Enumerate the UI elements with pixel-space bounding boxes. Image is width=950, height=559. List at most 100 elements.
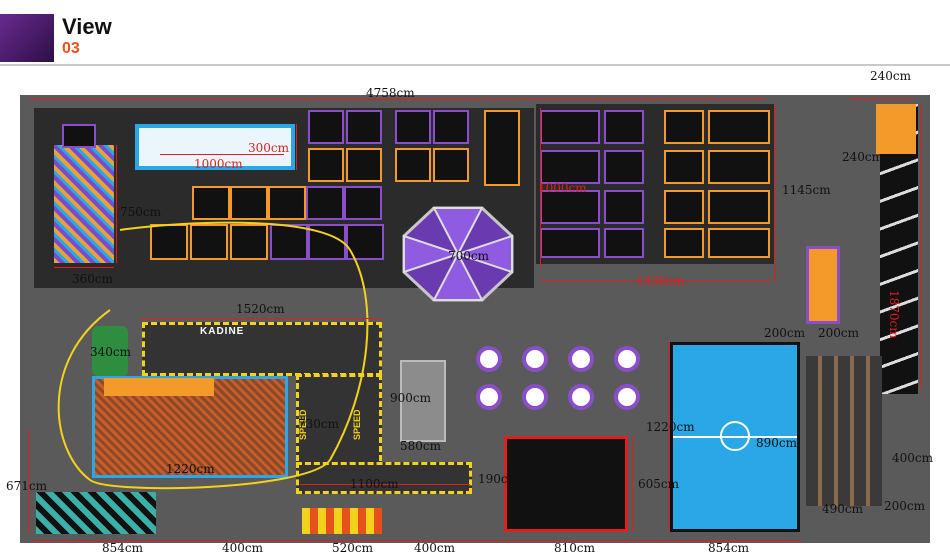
dodgeball-pad	[604, 228, 644, 258]
label-wall-900: 900cm	[390, 391, 432, 405]
dim-line-671	[28, 430, 29, 534]
label-right-inner: 240cm	[842, 150, 884, 164]
foam-pit	[54, 145, 114, 263]
label-ninja-340: 340cm	[90, 345, 132, 359]
trampoline-pad	[190, 224, 228, 260]
cafe-table	[522, 346, 548, 372]
trampoline-pad	[268, 186, 306, 220]
octagon-trampoline	[402, 206, 514, 302]
basketball-arena	[504, 436, 628, 532]
label-bottom-854-a: 854cm	[102, 541, 144, 555]
trampoline-pad	[346, 224, 384, 260]
label-play-1220: 1220cm	[166, 462, 215, 476]
label-bottom-520: 520cm	[332, 541, 374, 555]
air-pool	[135, 124, 295, 170]
cafe-table	[476, 346, 502, 372]
dodgeball-pad	[664, 150, 704, 184]
dim-line-bottom	[30, 540, 802, 541]
trampoline-pad	[192, 186, 230, 220]
cafe-table	[614, 384, 640, 410]
dim-line-dodge-depth	[540, 108, 541, 268]
label-bottom-810: 810cm	[554, 541, 596, 555]
page-title: View	[62, 14, 112, 39]
label-track-1100: 1100cm	[350, 477, 399, 491]
label-basket-605: 605cm	[638, 477, 680, 491]
cafe-table	[476, 384, 502, 410]
dodgeball-pad	[708, 150, 770, 184]
dim-line-605	[632, 436, 633, 532]
view-number: 03	[62, 40, 80, 57]
label-dodge-width: 1330cm	[636, 274, 685, 288]
kart-track-outer	[142, 322, 382, 376]
walkway-path	[57, 221, 369, 490]
trampoline-pad	[306, 186, 344, 220]
climbing-tower	[806, 246, 840, 324]
dim-line-1145	[775, 104, 776, 282]
label-bottom-400-b: 400cm	[414, 541, 456, 555]
soft-play-top	[104, 378, 214, 396]
ninja-strip-top	[876, 104, 916, 154]
label-right-strip: 1870cm	[887, 290, 901, 339]
dodgeball-pad	[708, 110, 770, 144]
trampoline-pad	[308, 148, 344, 182]
dim-line-total	[30, 99, 765, 100]
cafe-table	[614, 346, 640, 372]
dim-line-court-1220	[668, 342, 669, 532]
kart-track-bottom	[296, 462, 472, 494]
label-total-width: 4758cm	[366, 86, 415, 100]
soccer-centre-circle	[720, 421, 750, 451]
dim-line-pool	[160, 154, 284, 155]
header-logo-square	[0, 14, 54, 62]
label-foam-depth: 750cm	[120, 205, 162, 219]
dodgeball-pad	[540, 228, 600, 258]
label-right-width: 240cm	[870, 69, 912, 83]
dodgeball-pad	[604, 190, 644, 224]
label-track-730: 730cm	[298, 417, 340, 431]
trampoline-pad	[346, 148, 382, 182]
label-bottom-400-a: 400cm	[222, 541, 264, 555]
trampoline-pad	[346, 110, 382, 144]
label-octagon: 700cm	[448, 249, 490, 263]
dim-line-foam-width	[54, 267, 114, 268]
foam-pit-entry	[62, 124, 96, 148]
cafe-table	[568, 384, 594, 410]
trampoline-pad	[433, 148, 469, 182]
dodgeball-pad	[708, 228, 770, 258]
dim-line-1520	[140, 318, 382, 319]
dodgeball-pad	[708, 190, 770, 224]
label-ninja-200-c: 200cm	[884, 499, 926, 513]
dim-line-right	[850, 99, 914, 100]
label-dodge-depth: 1000cm	[538, 181, 587, 195]
label-wall-580: 580cm	[400, 439, 442, 453]
label-court-1220: 1220cm	[646, 420, 695, 434]
dodgeball-pad	[540, 190, 600, 224]
label-lane-190: 190cm	[478, 472, 520, 486]
trampoline-pad	[308, 110, 344, 144]
label-bottom-854-b: 854cm	[708, 541, 750, 555]
trampoline-pad	[433, 110, 469, 144]
label-ninja-490: 490cm	[822, 502, 864, 516]
trampoline-pad	[230, 186, 268, 220]
trampoline-pad	[484, 110, 520, 186]
dim-line-1100	[300, 484, 470, 485]
ninja-course-lower	[806, 356, 882, 506]
dim-line-dodge-width	[540, 281, 772, 282]
dodgeball-pad	[604, 150, 644, 184]
dodgeball-pad	[664, 190, 704, 224]
dodgeball-pad	[664, 110, 704, 144]
header-divider	[0, 64, 950, 66]
trampoline-pad	[395, 148, 431, 182]
dim-line-foam-depth	[116, 145, 117, 263]
dim-line-1870	[920, 104, 921, 390]
bottom-strip	[302, 508, 382, 534]
trampoline-pad	[230, 224, 268, 260]
label-pool-depth: 300cm	[248, 141, 290, 155]
kart-sign: KADINE	[200, 326, 245, 337]
entry-zone	[36, 492, 156, 534]
dim-line-pool-depth	[296, 124, 297, 170]
cafe-table	[568, 346, 594, 372]
label-ninja-200-b: 200cm	[818, 326, 860, 340]
label-pool-width: 1000cm	[194, 157, 243, 171]
cafe-table	[522, 384, 548, 410]
trampoline-pad	[395, 110, 431, 144]
